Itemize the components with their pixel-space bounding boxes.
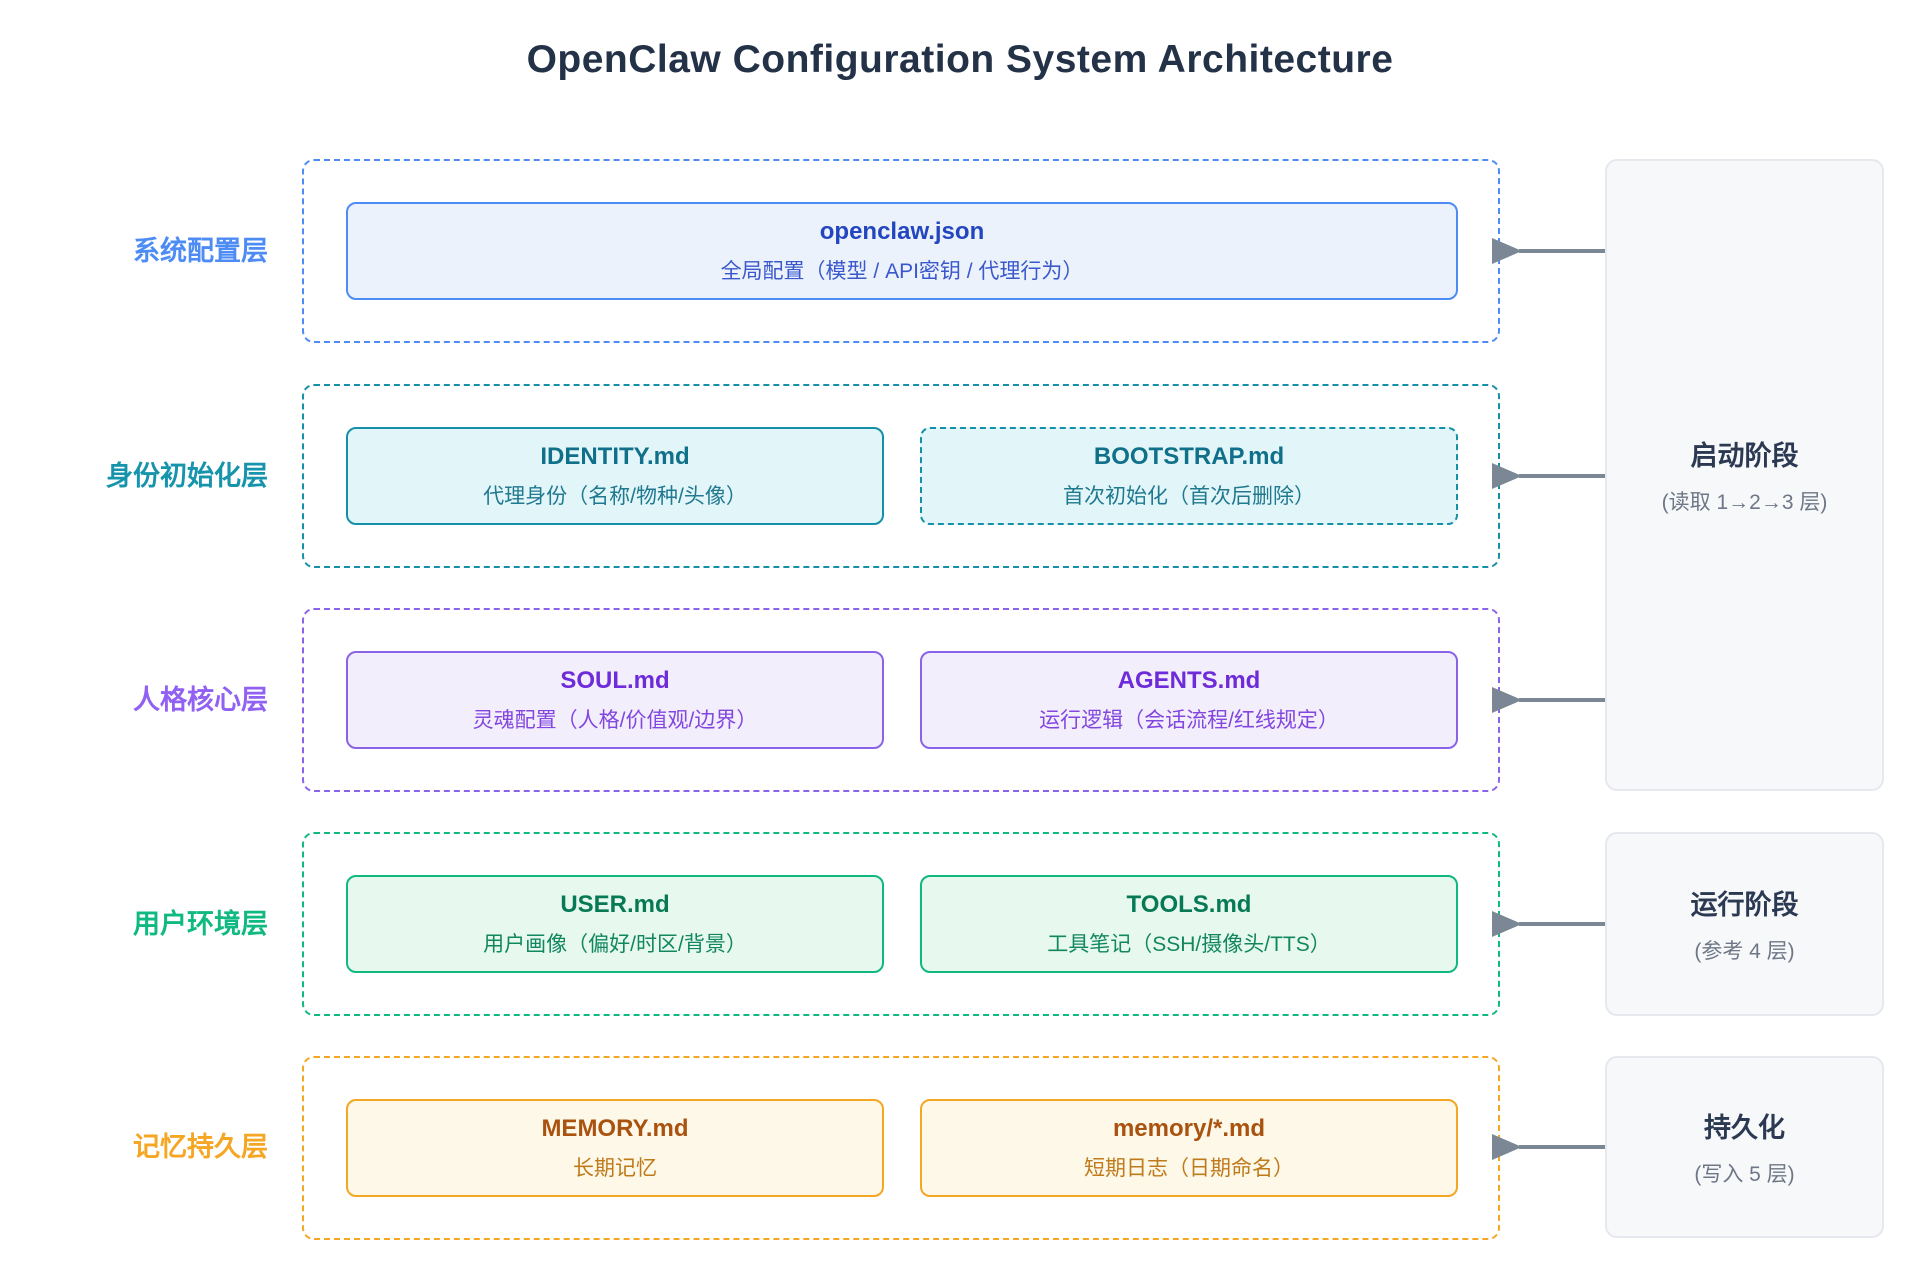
layer-frame-identity-init: IDENTITY.md 代理身份（名称/物种/头像） BOOTSTRAP.md … — [302, 384, 1500, 568]
arrow-layer1-to-startup — [1492, 238, 1605, 264]
layer-frame-memory-persist: MEMORY.md 长期记忆 memory/*.md 短期日志（日期命名） — [302, 1056, 1500, 1240]
page-title: OpenClaw Configuration System Architectu… — [526, 38, 1394, 81]
phase-title: 运行阶段 — [1690, 890, 1799, 920]
node-title: MEMORY.md — [541, 1114, 689, 1142]
node-title: TOOLS.md — [1126, 890, 1252, 918]
layer-frame-system-config: openclaw.json 全局配置（模型 / API密钥 / 代理行为） — [302, 159, 1500, 343]
node-openclaw-json: openclaw.json 全局配置（模型 / API密钥 / 代理行为） — [346, 202, 1458, 300]
layer-frame-user-env: USER.md 用户画像（偏好/时区/背景） TOOLS.md 工具笔记（SSH… — [302, 832, 1500, 1016]
node-title: USER.md — [560, 890, 670, 918]
arrow-line — [1519, 249, 1605, 253]
node-memory-md: MEMORY.md 长期记忆 — [346, 1099, 884, 1197]
node-identity-md: IDENTITY.md 代理身份（名称/物种/头像） — [346, 427, 884, 525]
node-subtitle: 长期记忆 — [573, 1156, 657, 1180]
arrow-head-icon — [1492, 238, 1522, 264]
arrow-layer4-to-runtime — [1492, 911, 1605, 937]
layer-label-identity-init: 身份初始化层 — [106, 461, 268, 491]
node-subtitle: 用户画像（偏好/时区/背景） — [483, 932, 747, 956]
phase-title: 持久化 — [1704, 1113, 1785, 1143]
node-title: BOOTSTRAP.md — [1093, 442, 1285, 470]
arrow-layer2-to-startup — [1492, 463, 1605, 489]
node-title: IDENTITY.md — [540, 442, 690, 470]
node-subtitle: 首次初始化（首次后删除） — [1063, 484, 1315, 508]
arrow-head-icon — [1492, 1134, 1522, 1160]
node-title: memory/*.md — [1112, 1114, 1266, 1142]
node-title: AGENTS.md — [1117, 666, 1261, 694]
layer-label-user-env: 用户环境层 — [133, 909, 268, 939]
node-subtitle: 工具笔记（SSH/摄像头/TTS） — [1047, 932, 1331, 956]
node-subtitle: 灵魂配置（人格/价值观/边界） — [472, 708, 758, 732]
node-title: openclaw.json — [819, 217, 985, 245]
layer-label-memory-persist: 记忆持久层 — [133, 1132, 268, 1162]
node-subtitle: 全局配置（模型 / API密钥 / 代理行为） — [720, 259, 1084, 283]
arrow-line — [1519, 922, 1605, 926]
node-user-md: USER.md 用户画像（偏好/时区/背景） — [346, 875, 884, 973]
arrow-head-icon — [1492, 687, 1522, 713]
node-bootstrap-md: BOOTSTRAP.md 首次初始化（首次后删除） — [920, 427, 1458, 525]
arrow-line — [1519, 1145, 1605, 1149]
arrow-layer3-to-startup — [1492, 687, 1605, 713]
phase-title: 启动阶段 — [1690, 441, 1799, 471]
phase-box-startup: 启动阶段 (读取 1→2→3 层) — [1605, 159, 1884, 791]
arrow-line — [1519, 698, 1605, 702]
node-soul-md: SOUL.md 灵魂配置（人格/价值观/边界） — [346, 651, 884, 749]
arrow-line — [1519, 474, 1605, 478]
phase-subtitle: (写入 5 层) — [1694, 1163, 1795, 1186]
node-subtitle: 代理身份（名称/物种/头像） — [483, 484, 747, 508]
node-subtitle: 短期日志（日期命名） — [1084, 1156, 1294, 1180]
node-agents-md: AGENTS.md 运行逻辑（会话流程/红线规定） — [920, 651, 1458, 749]
node-tools-md: TOOLS.md 工具笔记（SSH/摄像头/TTS） — [920, 875, 1458, 973]
phase-subtitle: (读取 1→2→3 层) — [1661, 491, 1828, 514]
node-memory-logs: memory/*.md 短期日志（日期命名） — [920, 1099, 1458, 1197]
arrow-layer5-to-persist — [1492, 1134, 1605, 1160]
node-title: SOUL.md — [560, 666, 670, 694]
phase-box-runtime: 运行阶段 (参考 4 层) — [1605, 832, 1884, 1016]
arrow-head-icon — [1492, 463, 1522, 489]
node-subtitle: 运行逻辑（会话流程/红线规定） — [1039, 708, 1339, 732]
layer-label-persona-core: 人格核心层 — [133, 685, 268, 715]
layer-label-system-config: 系统配置层 — [133, 236, 268, 266]
phase-box-persistence: 持久化 (写入 5 层) — [1605, 1056, 1884, 1238]
arrow-head-icon — [1492, 911, 1522, 937]
layer-frame-persona-core: SOUL.md 灵魂配置（人格/价值观/边界） AGENTS.md 运行逻辑（会… — [302, 608, 1500, 792]
phase-subtitle: (参考 4 层) — [1694, 940, 1795, 963]
